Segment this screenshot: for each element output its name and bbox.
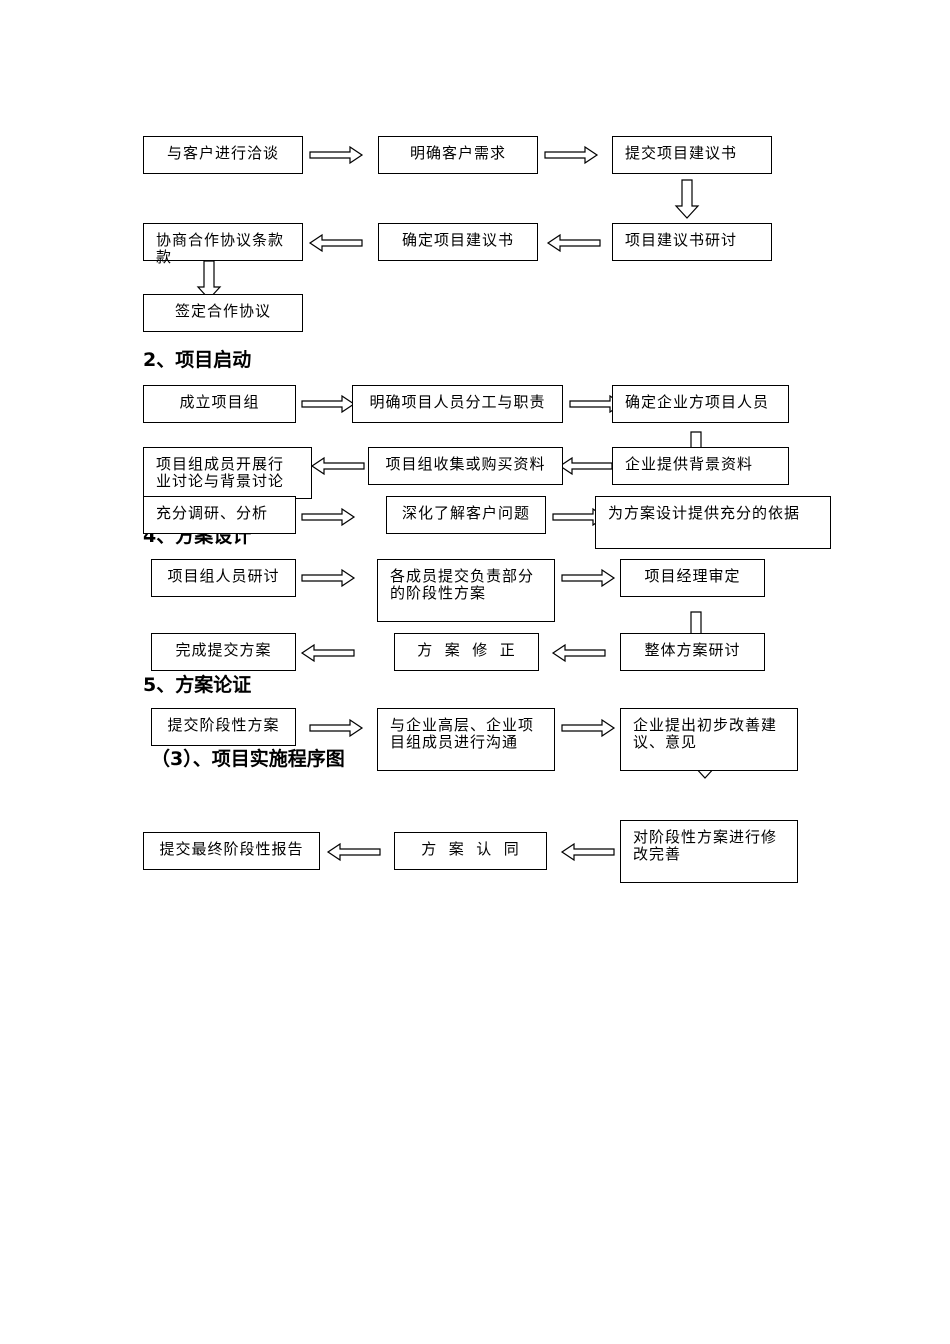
- step-staff-discussion: 项目组人员研讨: [151, 559, 296, 597]
- step-confirm-proposal: 确定项目建议书: [378, 223, 538, 261]
- step-communicate: 与企业高层、企业项 目组成员进行沟通: [377, 708, 555, 771]
- arrow-right: [301, 508, 355, 526]
- arrow-left: [547, 234, 601, 252]
- step-collect-materials: 项目组收集或购买资料: [368, 447, 563, 485]
- arrow-right: [301, 395, 355, 413]
- step-submit-proposal: 提交项目建议书: [612, 136, 772, 174]
- heading-implementation-chart: （3）、项目实施程序图: [151, 748, 345, 770]
- step-initial-suggestions: 企业提出初步改善建 议、意见: [620, 708, 798, 771]
- step-provide-background: 企业提供背景资料: [612, 447, 789, 485]
- arrow-right: [301, 569, 355, 587]
- arrow-left: [309, 234, 363, 252]
- arrow-right: [561, 569, 615, 587]
- step-submit-stage-plan: 各成员提交负责部分 的阶段性方案: [377, 559, 555, 622]
- step-complete-submission: 完成提交方案: [151, 633, 296, 671]
- step-discuss-proposal: 项目建议书研讨: [612, 223, 772, 261]
- step-submit-phase-plan: 提交阶段性方案: [151, 708, 296, 746]
- step-design-basis: 为方案设计提供充分的依据: [595, 496, 831, 549]
- step-modify-plan: 对阶段性方案进行修 改完善: [620, 820, 798, 883]
- arrow-left: [552, 644, 606, 662]
- heading-project-start: 2、项目启动: [143, 349, 252, 371]
- arrow-right: [309, 146, 363, 164]
- arrow-left: [311, 457, 365, 475]
- step-enterprise-staff: 确定企业方项目人员: [612, 385, 789, 423]
- step-overall-discussion: 整体方案研讨: [620, 633, 765, 671]
- step-final-report: 提交最终阶段性报告: [143, 832, 320, 870]
- step-manager-review: 项目经理审定: [620, 559, 765, 597]
- arrow-left: [327, 843, 381, 861]
- arrow-down: [675, 179, 699, 219]
- step-understand-problem: 深化了解客户问题: [386, 496, 546, 534]
- arrow-right: [309, 719, 363, 737]
- arrow-left: [561, 843, 615, 861]
- step-form-team: 成立项目组: [143, 385, 296, 423]
- arrow-right: [561, 719, 615, 737]
- arrow-left: [559, 457, 613, 475]
- step-plan-approval: 方 案 认 同: [394, 832, 547, 870]
- step-clarify-roles: 明确项目人员分工与职责: [352, 385, 563, 423]
- arrow-left: [301, 644, 355, 662]
- step-agreement-terms: 协商合作协议条款 款: [143, 223, 303, 266]
- step-revise-plan: 方 案 修 正: [394, 633, 539, 671]
- step-research-analysis: 充分调研、分析: [143, 496, 296, 534]
- arrow-right: [544, 146, 598, 164]
- step-sign-agreement: 签定合作协议: [143, 294, 303, 332]
- heading-plan-validation: 5、方案论证: [143, 674, 252, 696]
- step-team-discussion: 项目组成员开展行 业讨论与背景讨论: [143, 447, 312, 499]
- step-negotiate: 与客户进行洽谈: [143, 136, 303, 174]
- step-clarify-needs: 明确客户需求: [378, 136, 538, 174]
